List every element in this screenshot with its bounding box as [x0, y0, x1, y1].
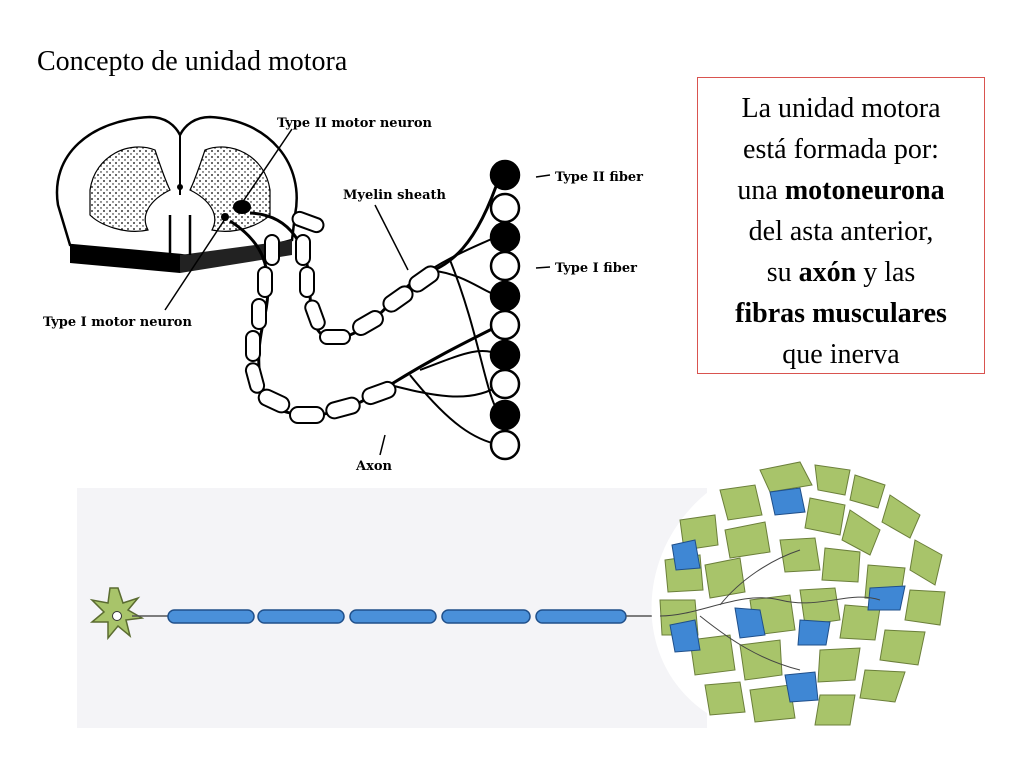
definition-line: que inerva — [782, 339, 900, 370]
label-type1-fiber: Type I fiber — [555, 261, 637, 276]
type2-neuron-body — [233, 200, 251, 214]
definition-line: fibras musculares — [698, 293, 984, 334]
label-type2-neuron: Type II motor neuron — [277, 116, 433, 131]
slide-title: Concepto de unidad motora — [37, 46, 348, 77]
definition-line: del asta anterior, — [748, 216, 934, 247]
definition-line: su axón y las — [766, 257, 916, 288]
myelin-sheath — [244, 210, 440, 424]
motor-unit-diagram: Type II motor neuron Type I motor neuron… — [43, 115, 643, 474]
type1-neuron-body — [221, 213, 229, 221]
definition-line: La unidad motora — [741, 93, 941, 124]
definition-line: está formada por: — [743, 134, 939, 165]
label-myelin: Myelin sheath — [343, 188, 447, 203]
definition-box: La unidad motora está formada por: una m… — [697, 77, 985, 374]
label-axon: Axon — [355, 459, 393, 474]
keyword-fibras: fibras musculares — [735, 298, 947, 329]
label-type2-fiber: Type II fiber — [555, 170, 643, 185]
label-type1-neuron: Type I motor neuron — [43, 315, 192, 330]
keyword-motoneurona: motoneurona — [784, 175, 945, 206]
motor-unit-illustration — [77, 457, 966, 741]
keyword-axon: axón — [798, 257, 857, 288]
muscle-fibers — [489, 159, 521, 461]
definition-line: una motoneurona — [737, 175, 945, 206]
myelin-segments — [167, 609, 627, 624]
muscle-cross-section — [651, 457, 966, 741]
